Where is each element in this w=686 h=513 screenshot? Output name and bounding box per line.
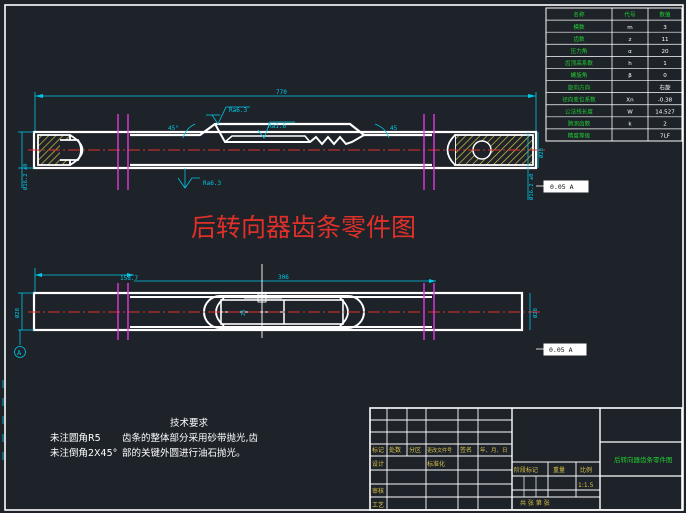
table-param-symbol: Xn <box>626 97 634 103</box>
tech-req-line1: 齿条的整体部分采用砂带抛光,齿 <box>122 432 259 444</box>
title-block-label-zone: 分区 <box>409 446 421 454</box>
table-param-symbol: W <box>627 109 633 115</box>
table-header-cell: 名称 <box>573 11 585 19</box>
table-param-symbol: h <box>628 61 632 67</box>
table-param-name: 径向变位系数 <box>562 95 596 103</box>
table-param-value: 11 <box>661 37 669 43</box>
tech-req-title: 技术要求 <box>170 417 209 429</box>
roughness-mid: Ra1.6 <box>268 123 286 130</box>
title-block-weight: 重量 <box>553 466 565 474</box>
title-block-scale: 比例 <box>580 466 592 474</box>
table-param-value: 右旋 <box>659 83 671 91</box>
title-block-sheets: 共 张 第 张 <box>520 499 550 507</box>
roughness-bottom: Ra6.3 <box>203 180 221 187</box>
table-param-name: 齿数 <box>573 35 585 43</box>
title-block-text: 后转向器齿条零件图 标记 处数 分区 更改文件号 签名 年、月、日 设计 标准化… <box>372 446 673 509</box>
table-param-value: -0.38 <box>658 97 673 103</box>
table-param-name: 齿顶高系数 <box>565 59 593 67</box>
table-param-value: 14.527 <box>655 109 675 115</box>
top-view-mid-dim: 306 <box>278 274 289 281</box>
table-param-value: 0 <box>663 73 667 79</box>
notes-area: 未注圆角R5 未注倒角2X45° 技术要求 齿条的整体部分采用砂带抛光,齿 部的… <box>50 417 259 459</box>
roughness-top: Ra6.3 <box>229 107 247 114</box>
tolerance-frame-1: 0.05 A <box>550 183 574 191</box>
title-block-scale-value: 1:1.5 <box>578 482 594 489</box>
table-param-value: 7LF <box>660 134 670 140</box>
title-block-label-count: 处数 <box>389 446 401 454</box>
table-header-cell: 代号 <box>624 11 636 19</box>
table-header-cell: 数值 <box>659 11 671 19</box>
angle-left-dim: 45° <box>168 125 179 132</box>
drawing-frame <box>4 4 684 511</box>
table-param-symbol: m <box>627 25 632 31</box>
table-param-name: 公法线长度 <box>565 107 593 115</box>
title-block-stage: 阶段标记 <box>514 466 538 474</box>
left-diameter-dim: Ø16.2 ±0 <box>22 164 29 191</box>
rack-front-view: 770 45° 45 Ra6.3 <box>18 89 589 201</box>
note-fillet: 未注圆角R5 <box>50 432 101 444</box>
title-block-part-name: 后转向器齿条零件图 <box>614 455 673 464</box>
top-view-height-dim: Ø28 <box>14 308 21 318</box>
tech-req-line2: 部的关键外圆进行油石抛光。 <box>122 447 246 459</box>
top-view-right-dim: Ø28 <box>532 308 539 318</box>
tolerance-frame-2: 0.05 A <box>549 346 573 354</box>
slot-dim: 25 <box>241 309 247 316</box>
table-param-value: 20 <box>661 49 669 55</box>
title-block-label-mark: 标记 <box>372 446 384 454</box>
title-block <box>369 407 683 511</box>
title-block-design: 设计 <box>372 460 384 468</box>
title-block-label-change: 更改文件号 <box>427 447 452 454</box>
table-param-symbol: α <box>628 49 632 55</box>
title-block-review: 审核 <box>372 487 384 495</box>
angle-right-dim: 45 <box>390 125 398 132</box>
right-diameter-dim: Ø28 <box>538 148 545 158</box>
table-param-name: 压力角 <box>571 47 588 55</box>
table-param-value: 1 <box>663 61 667 67</box>
table-param-name: 跨测齿数 <box>568 120 591 128</box>
table-param-value: 3 <box>663 25 667 31</box>
table-param-name: 旋向方向 <box>568 83 591 91</box>
table-param-name: 螺旋角 <box>571 71 588 79</box>
title-block-label-date: 年、月、日 <box>480 446 508 454</box>
table-param-symbol: k <box>628 122 632 128</box>
table-param-symbol: β <box>628 73 632 79</box>
note-chamfer: 未注倒角2X45° <box>50 447 117 459</box>
table-param-value: 2 <box>663 122 667 128</box>
top-view-left-dim: 158.7 <box>120 275 138 282</box>
overall-length-dim: 770 <box>276 89 287 96</box>
datum-circle <box>14 346 26 358</box>
right-vertical-dim: Ø16.2 ±0 <box>528 174 535 201</box>
title-block-process: 工艺 <box>372 501 384 509</box>
table-param-name: 模数 <box>573 23 585 31</box>
drawing-title: 后转向器齿条零件图 <box>191 213 416 242</box>
datum-mark: A <box>17 349 22 357</box>
rack-top-view: 158.7 306 25 Ø28 <box>14 264 587 358</box>
table-param-name: 精度等级 <box>568 132 591 140</box>
title-block-label-sign: 签名 <box>460 446 472 454</box>
table-param-symbol: z <box>629 37 632 43</box>
title-block-standard: 标准化 <box>427 460 445 468</box>
